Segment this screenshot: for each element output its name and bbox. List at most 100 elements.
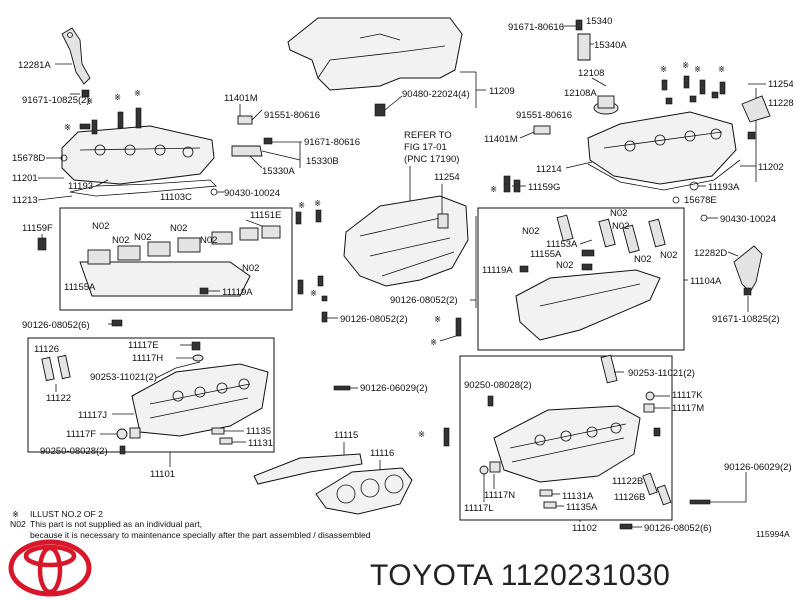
label-11209: 11209 xyxy=(489,86,515,97)
label-15330a: 15330A xyxy=(262,166,295,177)
label-11201: 11201 xyxy=(12,173,38,184)
label-11117h: 11117H xyxy=(132,353,163,364)
cylinder-head-left xyxy=(131,363,269,437)
sensor-15340a xyxy=(577,33,591,61)
label-90126-06029-2-r: 90126-06029(2) xyxy=(724,462,792,473)
label-15678e: 15678E xyxy=(684,195,717,206)
mark-symbol: ※ xyxy=(134,88,141,98)
label-11117l: 11117L xyxy=(464,503,494,514)
label-n02-r1: N02 xyxy=(522,226,539,237)
refer-line2: FIG 17-01 xyxy=(404,142,447,153)
cylinder-head-right xyxy=(493,405,641,483)
mark-symbol: ※ xyxy=(490,184,497,194)
cylinder-head-box-right xyxy=(459,355,673,521)
label-90253-11021-2-left: 90253-11021(2) xyxy=(90,372,157,383)
label-11159g: 11159G xyxy=(528,182,560,193)
label-n02-r2: N02 xyxy=(610,208,627,219)
label-90250-08028-2-left: 90250-08028(2) xyxy=(40,446,108,457)
label-11151e: 11151E xyxy=(250,210,281,221)
mark-symbol: ※ xyxy=(682,60,689,70)
label-91671-10825-r: 91671-10825(2) xyxy=(712,314,780,325)
label-11401m-top: 11401M xyxy=(224,93,258,104)
label-11135a: 11135A xyxy=(566,502,598,513)
label-11104a: 11104A xyxy=(690,276,722,287)
label-90126-08052-6-r: 90126-08052(6) xyxy=(644,523,712,534)
head-gasket-right xyxy=(315,467,413,515)
label-11119a-r: 11119A xyxy=(482,265,513,276)
label-11153a: 11153A xyxy=(546,239,578,250)
label-91671-80616-mid: 91671-80616 xyxy=(304,137,360,148)
label-11117e: 11117E xyxy=(128,340,159,351)
label-11131: 11131 xyxy=(248,438,273,449)
label-11228: 11228 xyxy=(768,98,794,109)
brand-part-number: TOYOTA 1120231030 xyxy=(370,559,670,592)
label-11119a-left: 11119A xyxy=(222,287,253,298)
note-n02-line2: because it is necessary to maintenance s… xyxy=(30,530,371,540)
label-n02-f: N02 xyxy=(242,263,259,274)
mark-symbol: ※ xyxy=(434,314,441,324)
bolt-icon xyxy=(81,89,90,98)
note-mark: ※ xyxy=(12,509,19,519)
label-11155a-r: 11155A xyxy=(530,249,562,260)
cover-nut xyxy=(374,103,386,117)
label-11122: 11122 xyxy=(46,393,71,404)
oil-control-valve-left xyxy=(237,115,253,125)
label-90253-11021-2-r: 90253-11021(2) xyxy=(628,368,695,379)
label-n02-d: N02 xyxy=(170,223,187,234)
label-12108a: 12108A xyxy=(564,88,597,99)
label-90250-08028-2-r: 90250-08028(2) xyxy=(464,380,532,391)
label-90430-10024-r: 90430-10024 xyxy=(720,214,776,225)
label-12282d: 12282D xyxy=(694,248,727,259)
label-91551-80616-top: 91551-80616 xyxy=(264,110,320,121)
label-11117k: 11117K xyxy=(672,390,703,401)
label-91551-80616-r: 91551-80616 xyxy=(516,110,572,121)
label-15678d: 15678D xyxy=(12,153,45,164)
label-91671-80616-top: 91671-80616 xyxy=(508,22,564,33)
mark-symbol: ※ xyxy=(418,429,425,439)
label-15340a: 15340A xyxy=(594,40,627,51)
label-11135: 11135 xyxy=(246,426,271,437)
label-11117n: 11117N xyxy=(484,490,515,501)
label-11254-mid: 11254 xyxy=(434,172,460,183)
mark-symbol: ※ xyxy=(64,122,71,132)
cam-bearing-carrier-left xyxy=(79,261,251,297)
intake-manifold xyxy=(343,195,469,287)
label-11122b: 11122B xyxy=(612,476,643,487)
label-11193a: 11193A xyxy=(708,182,740,193)
label-15330b: 15330B xyxy=(306,156,339,167)
label-11102: 11102 xyxy=(572,523,597,534)
label-90126-08052-2-mid2: 90126-08052(2) xyxy=(390,295,458,306)
label-n02-a: N02 xyxy=(92,221,109,232)
label-11117j: 11117J xyxy=(78,410,107,421)
cylinder-head-box-left xyxy=(27,337,275,453)
label-11159f: 11159F xyxy=(22,223,53,234)
label-11116: 11116 xyxy=(370,448,394,459)
bracket-12281a xyxy=(61,27,91,85)
note-illust: ILLUST NO.2 OF 2 xyxy=(30,509,103,519)
label-115994a: 115994A xyxy=(756,529,790,539)
label-n02-r4: N02 xyxy=(634,254,651,265)
mark-symbol: ※ xyxy=(718,64,725,74)
camshaft-box-right xyxy=(477,207,685,351)
cam-bearing-carrier-right xyxy=(515,269,661,341)
label-90430-10024-left: 90430-10024 xyxy=(224,188,280,199)
label-n02-c: N02 xyxy=(134,232,151,243)
label-11254-right: 11254 xyxy=(768,79,794,90)
head-gasket-left xyxy=(253,453,363,485)
engine-cover xyxy=(287,17,463,91)
label-11115: 11115 xyxy=(334,430,358,441)
label-12108: 12108 xyxy=(578,68,604,79)
label-11117f: 11117F xyxy=(66,429,96,440)
mark-symbol: ※ xyxy=(694,64,701,74)
refer-line1: REFER TO xyxy=(404,130,452,141)
label-11401m-r: 11401M xyxy=(484,134,518,145)
label-11126: 11126 xyxy=(34,344,59,355)
bracket-12282d xyxy=(733,245,763,293)
label-15340: 15340 xyxy=(586,16,612,27)
label-n02-b: N02 xyxy=(112,235,129,246)
mark-symbol: ※ xyxy=(314,198,321,208)
label-n02-e: N02 xyxy=(200,235,217,246)
mark-symbol: ※ xyxy=(430,337,437,347)
label-11202: 11202 xyxy=(758,162,784,173)
